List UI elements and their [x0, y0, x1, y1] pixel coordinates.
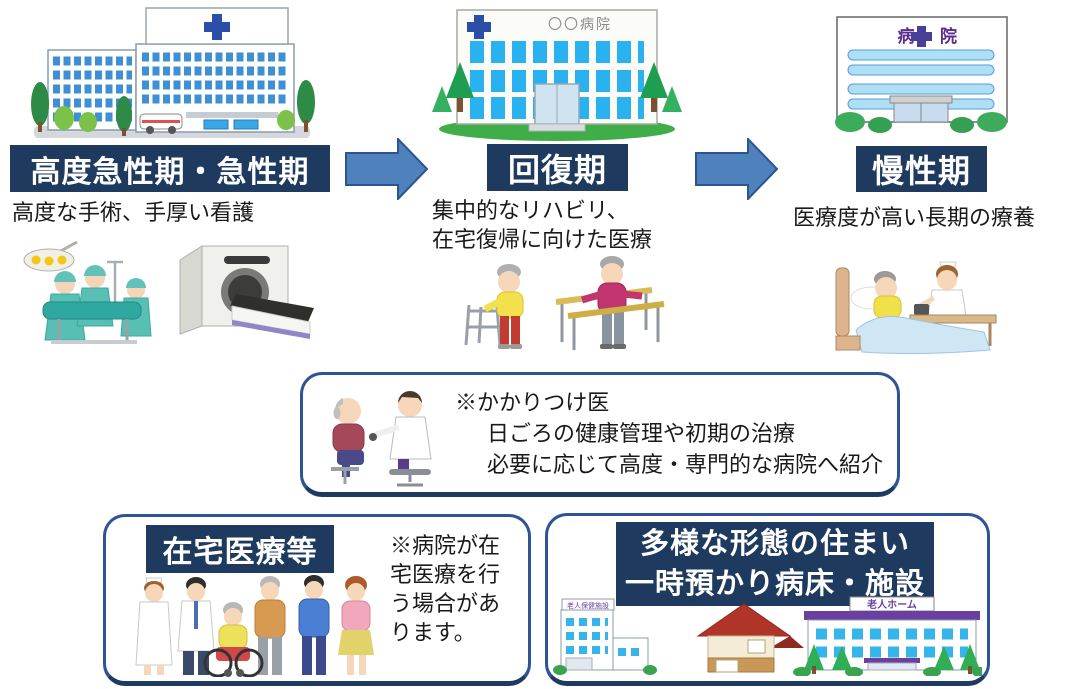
chronic-hospital-sign-right: 院 — [940, 26, 957, 46]
medical-cross-icon — [467, 15, 491, 39]
arrow-right-icon — [345, 138, 429, 200]
recovery-description-line2: 在宅復帰に向けた医療 — [432, 226, 653, 252]
nursing-home-building: 老人ホーム — [793, 596, 982, 676]
stage-label-recovery: 回復期 — [487, 144, 628, 191]
mri-scanner-illustration — [179, 245, 314, 339]
acute-description: 高度な手術、手厚い看護 — [12, 200, 255, 225]
recovery-hospital-sign-text: 〇〇病院 — [548, 16, 612, 32]
medical-cross-icon — [204, 14, 230, 40]
trees-icon — [31, 80, 315, 136]
home-care-box: 在宅医療等 — [103, 514, 531, 686]
family-doctor-line3: 必要に応じて高度・専門的な病院へ紹介 — [487, 452, 884, 478]
recovery-description-line1: 集中的なリハビリ、 — [432, 198, 629, 223]
family-doctor-line2: 日ごろの健康管理や初期の治療 — [487, 421, 796, 447]
walker-rehab-illustration — [464, 264, 524, 349]
family-doctor-box: ※かかりつけ医 日ごろの健康管理や初期の治療 必要に応じて高度・専門的な病院へ紹… — [300, 372, 900, 497]
bushes-icon — [835, 112, 1007, 133]
parallel-bars-rehab-illustration — [555, 256, 665, 350]
family-doctor-text: ※かかりつけ医 日ごろの健康管理や初期の治療 必要に応じて高度・専門的な病院へ紹… — [455, 387, 883, 481]
ambulance-icon — [139, 113, 183, 134]
family-doctor-title: ※かかりつけ医 — [455, 390, 610, 415]
doctor-consult-illustration — [331, 391, 432, 487]
house-building — [696, 603, 804, 673]
housing-label-line2: 一時預かり病床・施設 — [624, 568, 925, 600]
acute-hospital-illustration — [31, 7, 315, 138]
housing-label: 多様な形態の住まい 一時預かり病床・施設 — [616, 522, 934, 606]
entrance-canopy — [889, 95, 953, 104]
home-care-note: ※病院が在宅医療を行う場合があります。 — [390, 533, 501, 646]
medical-cross-icon — [911, 26, 932, 47]
housing-box: 多様な形態の住まい 一時預かり病床・施設 老人保健施設 — [545, 513, 990, 686]
housing-label-line1: 多様な形態の住まい — [639, 527, 910, 560]
care-facility-building: 老人保健施設 — [553, 598, 657, 675]
chronic-hospital-illustration: 病 院 — [835, 16, 1008, 133]
stage-label-chronic: 慢性期 — [856, 146, 987, 192]
recovery-hospital-illustration: 〇〇病院 — [432, 9, 682, 141]
bedside-care-illustration — [835, 261, 997, 355]
chronic-hospital-sign-left: 病 — [898, 26, 915, 46]
care-facility-sign-text: 老人保健施設 — [567, 601, 609, 610]
nursing-home-sign-text: 老人ホーム — [866, 598, 917, 611]
arrow-right-icon — [695, 138, 779, 200]
stage-label-acute: 高度急性期・急性期 — [10, 145, 330, 192]
home-care-label: 在宅医療等 — [146, 525, 334, 573]
care-team-family-illustration — [135, 575, 374, 677]
chronic-description: 医療度が高い長期の療養 — [793, 205, 1036, 230]
surgery-scene-illustration — [23, 240, 152, 344]
housing-buildings-illustration: 老人保健施設 — [553, 596, 982, 676]
recovery-description: 集中的なリハビリ、 在宅復帰に向けた医療 — [432, 197, 652, 254]
trees-icon — [432, 62, 682, 112]
